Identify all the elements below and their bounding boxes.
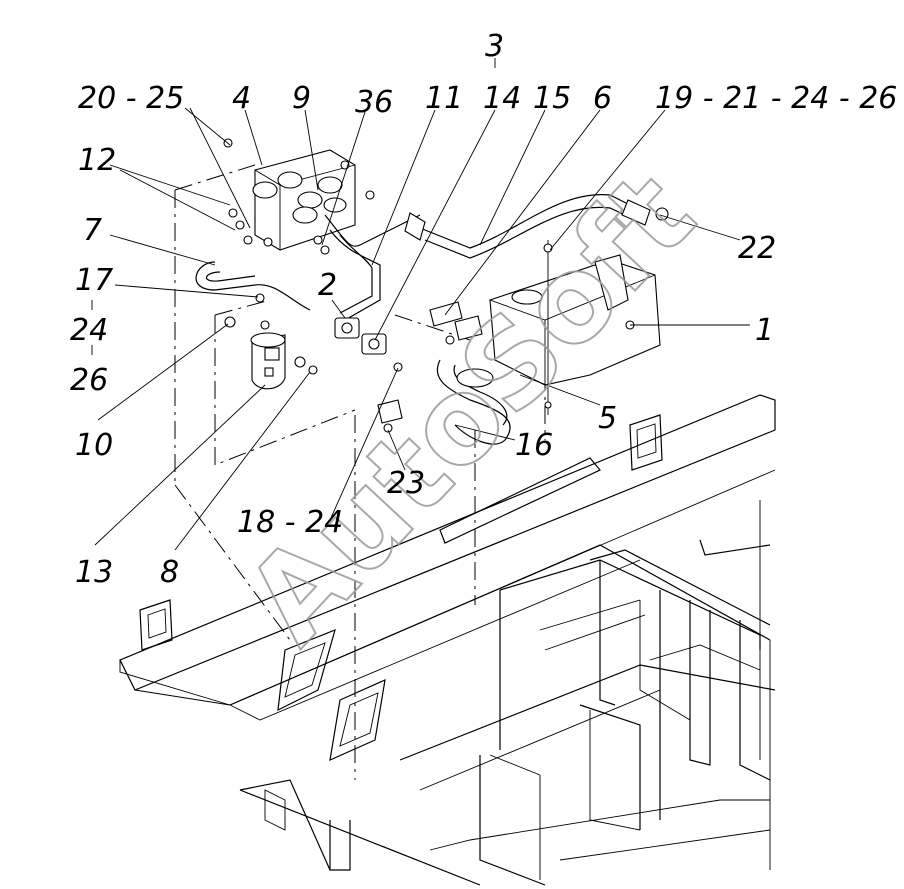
callout-18-24: 18 - 24	[237, 505, 343, 540]
callout-4: 4	[232, 81, 251, 116]
callout-6: 6	[593, 81, 612, 116]
callout-labels: 3 20 - 25 4 9 36 11 14 15 6 19 - 21 - 24…	[70, 29, 897, 590]
callout-5: 5	[598, 401, 617, 436]
callout-12: 12	[78, 143, 116, 178]
projection-lines	[174, 164, 546, 780]
callout-22: 22	[738, 231, 776, 266]
callout-23: 23	[387, 466, 425, 501]
leader-lines	[91, 58, 750, 551]
callout-26: 26	[70, 363, 108, 398]
vehicle-frame	[119, 394, 776, 886]
callout-17: 17	[75, 263, 113, 298]
callout-20-25: 20 - 25	[78, 81, 184, 116]
callout-19-21-24-26: 19 - 21 - 24 - 26	[655, 81, 897, 116]
hydraulic-components	[195, 138, 669, 445]
callout-1: 1	[755, 313, 774, 348]
callout-14: 14	[483, 81, 521, 116]
callout-9: 9	[292, 81, 311, 116]
callout-10: 10	[75, 428, 113, 463]
callout-8: 8	[160, 555, 179, 590]
callout-3: 3	[485, 29, 504, 64]
callout-7: 7	[83, 213, 102, 248]
callout-16: 16	[515, 428, 553, 463]
callout-13: 13	[75, 555, 113, 590]
callout-2: 2	[318, 268, 337, 303]
callout-15: 15	[533, 81, 571, 116]
callout-36: 36	[355, 85, 393, 120]
callout-11: 11	[425, 81, 463, 116]
callout-24: 24	[70, 313, 108, 348]
